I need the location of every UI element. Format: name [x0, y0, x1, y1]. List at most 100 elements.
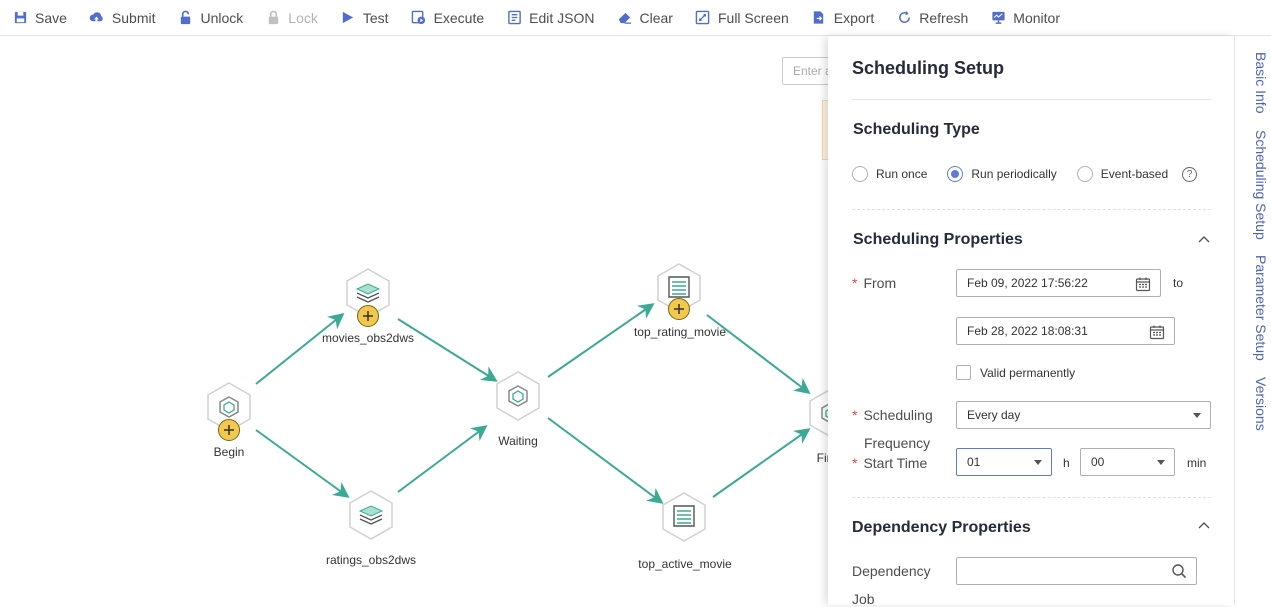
add-node-icon[interactable] — [668, 298, 690, 320]
export-label: Export — [833, 9, 875, 26]
start-hour-select[interactable]: 01 — [956, 448, 1052, 476]
sql-script-icon — [662, 492, 706, 542]
export-button[interactable]: Export — [811, 10, 874, 26]
tab-scheduling-setup[interactable]: Scheduling Setup — [1253, 130, 1269, 240]
tab-basic-info[interactable]: Basic Info — [1253, 52, 1269, 114]
dependency-job-label: Dependency — [852, 563, 931, 579]
data-migration-icon — [349, 490, 393, 540]
hour-value: 01 — [967, 455, 981, 469]
help-icon[interactable]: ? — [1182, 166, 1198, 182]
canvas-notice — [822, 100, 828, 160]
radio-event-based[interactable]: Event-based — [1076, 166, 1168, 182]
node-begin[interactable] — [205, 381, 253, 441]
workflow-edges — [255, 303, 811, 504]
execute-label: Execute — [433, 9, 485, 26]
node-movies-obs2dws[interactable] — [344, 267, 392, 327]
edge-movies-waiting — [397, 318, 498, 382]
calendar-icon[interactable] — [1135, 276, 1151, 292]
node-label-top-active: top_active_movie — [638, 557, 732, 571]
submit-button[interactable]: Submit — [89, 10, 156, 26]
node-top-rating-movie[interactable] — [655, 262, 703, 320]
execute-icon — [411, 10, 427, 26]
radio-label: Run periodically — [971, 167, 1057, 181]
minute-value: 00 — [1091, 455, 1105, 469]
search-icon[interactable] — [1171, 563, 1187, 579]
start-minute-select[interactable]: 00 — [1080, 448, 1175, 476]
node-waiting[interactable] — [494, 370, 542, 422]
fullscreen-icon — [695, 10, 711, 26]
hexagon-node-icon — [809, 389, 828, 437]
full-screen-label: Full Screen — [717, 9, 789, 26]
tab-versions[interactable]: Versions — [1253, 377, 1269, 431]
edge-topactive-finish — [712, 428, 811, 498]
workflow-canvas[interactable]: Enter a Begin movies_obs2dws ratings_obs… — [0, 37, 828, 605]
node-label-begin: Begin — [213, 445, 245, 459]
radio-circle — [1076, 166, 1093, 182]
node-label-finish: Fin — [816, 451, 828, 465]
frequency-value: Every day — [967, 408, 1021, 422]
node-label-ratings: ratings_obs2dws — [325, 553, 417, 567]
radio-label: Run once — [876, 167, 928, 181]
minute-unit: min — [1187, 456, 1207, 470]
scheduling-type-title: Scheduling Type — [853, 121, 980, 138]
lock-button[interactable]: Lock — [265, 10, 318, 26]
scheduling-frequency-label-line2: Frequency — [864, 435, 931, 451]
panel-title: Scheduling Setup — [852, 58, 1005, 78]
dependency-job-label-line2: Job — [852, 591, 875, 607]
scheduling-properties-title: Scheduling Properties — [853, 231, 1023, 248]
divider — [852, 99, 1211, 100]
node-label-waiting: Waiting — [498, 434, 538, 448]
play-icon — [340, 10, 356, 26]
save-icon — [12, 10, 28, 26]
scheduling-frequency-label: *Scheduling — [852, 407, 933, 423]
unlock-icon — [178, 10, 194, 26]
monitor-icon — [990, 10, 1006, 26]
node-ratings-obs2dws[interactable] — [347, 489, 395, 541]
test-button[interactable]: Test — [340, 10, 389, 26]
add-node-icon[interactable] — [357, 305, 379, 327]
chevron-up-icon[interactable] — [1197, 519, 1211, 533]
to-label: to — [1173, 276, 1184, 290]
to-date-picker[interactable]: Feb 28, 2022 18:08:31 — [956, 317, 1175, 345]
dependency-job-search[interactable] — [956, 557, 1197, 585]
submit-label: Submit — [111, 9, 156, 26]
calendar-icon[interactable] — [1149, 324, 1165, 340]
save-label: Save — [35, 9, 67, 26]
checkbox-box — [956, 365, 971, 380]
refresh-icon — [896, 10, 912, 26]
edit-json-button[interactable]: Edit JSON — [506, 9, 595, 26]
hexagon-node-icon — [496, 371, 540, 421]
node-top-active-movie[interactable] — [660, 491, 708, 543]
edge-begin-ratings — [255, 429, 350, 498]
refresh-button[interactable]: Refresh — [896, 10, 968, 26]
from-date-picker[interactable]: Feb 09, 2022 17:56:22 — [956, 269, 1161, 297]
edit-json-label: Edit JSON — [529, 9, 595, 26]
to-date-value: Feb 28, 2022 18:08:31 — [967, 324, 1088, 338]
radio-run-once[interactable]: Run once — [852, 166, 927, 182]
scheduling-type-group: Run once Run periodically Event-based ? — [852, 166, 1198, 182]
refresh-label: Refresh — [919, 9, 969, 26]
eraser-icon — [617, 10, 633, 26]
json-icon — [506, 10, 522, 26]
clear-button[interactable]: Clear — [617, 10, 673, 26]
full-screen-button[interactable]: Full Screen — [695, 10, 789, 26]
tab-parameter-setup[interactable]: Parameter Setup — [1253, 255, 1269, 361]
valid-permanently-checkbox[interactable]: Valid permanently — [956, 365, 1075, 380]
node-finish[interactable] — [807, 387, 828, 439]
add-node-icon[interactable] — [218, 419, 240, 441]
export-icon — [811, 10, 827, 26]
canvas-search-input[interactable]: Enter a — [782, 57, 828, 85]
unlock-button[interactable]: Unlock — [178, 9, 244, 26]
save-button[interactable]: Save — [12, 10, 67, 26]
unlock-label: Unlock — [200, 9, 244, 26]
monitor-button[interactable]: Monitor — [990, 10, 1060, 26]
execute-button[interactable]: Execute — [411, 9, 485, 26]
chevron-up-icon[interactable] — [1197, 233, 1211, 247]
radio-run-periodically[interactable]: Run periodically — [947, 166, 1057, 182]
start-time-label: *Start Time — [852, 455, 928, 471]
scheduling-setup-panel: Scheduling Setup Scheduling Type Run onc… — [828, 36, 1234, 607]
data-migration-icon — [346, 268, 390, 318]
edge-waiting-topactive — [547, 417, 664, 504]
hour-unit: h — [1063, 456, 1070, 470]
scheduling-frequency-select[interactable]: Every day — [956, 401, 1211, 429]
